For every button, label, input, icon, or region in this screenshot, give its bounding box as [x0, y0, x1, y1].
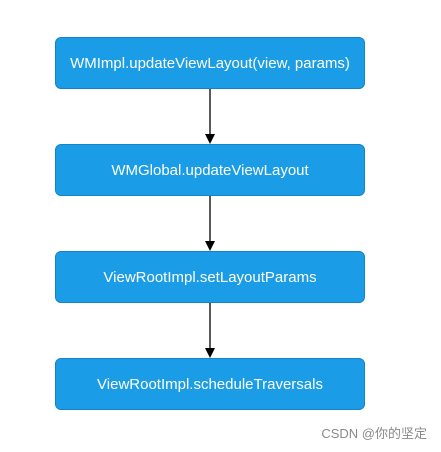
node-set-layout-params: ViewRootImpl.setLayoutParams — [55, 251, 365, 303]
node-label: ViewRootImpl.scheduleTraversals — [97, 375, 323, 393]
node-label: WMGlobal.updateViewLayout — [111, 161, 309, 179]
node-label: ViewRootImpl.setLayoutParams — [103, 268, 317, 286]
node-schedule-traversals: ViewRootImpl.scheduleTraversals — [55, 358, 365, 410]
node-update-view-layout-global: WMGlobal.updateViewLayout — [55, 144, 365, 196]
node-label: WMImpl.updateViewLayout(view, params) — [70, 54, 350, 72]
node-update-view-layout-impl: WMImpl.updateViewLayout(view, params) — [55, 37, 365, 89]
watermark: CSDN @你的坚定 — [321, 426, 427, 441]
